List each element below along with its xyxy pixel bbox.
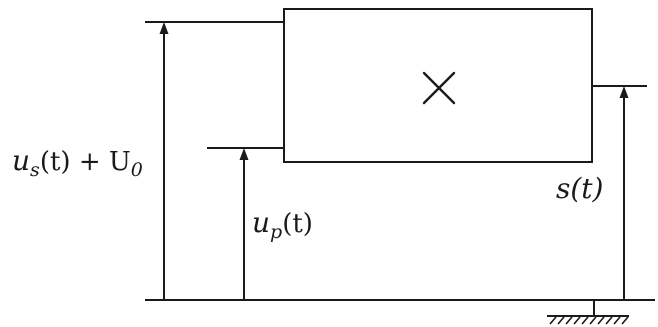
voltage-arrow-us xyxy=(159,22,169,301)
voltage-arrow-s xyxy=(619,86,629,301)
multiply-symbol xyxy=(422,71,456,105)
voltage-arrow-up xyxy=(239,148,249,301)
ground-symbol xyxy=(547,299,629,325)
label-us-plus-u0: us(t) + U0 xyxy=(12,144,143,181)
label-up: up(t) xyxy=(252,206,313,243)
label-s: s(t) xyxy=(556,172,603,205)
